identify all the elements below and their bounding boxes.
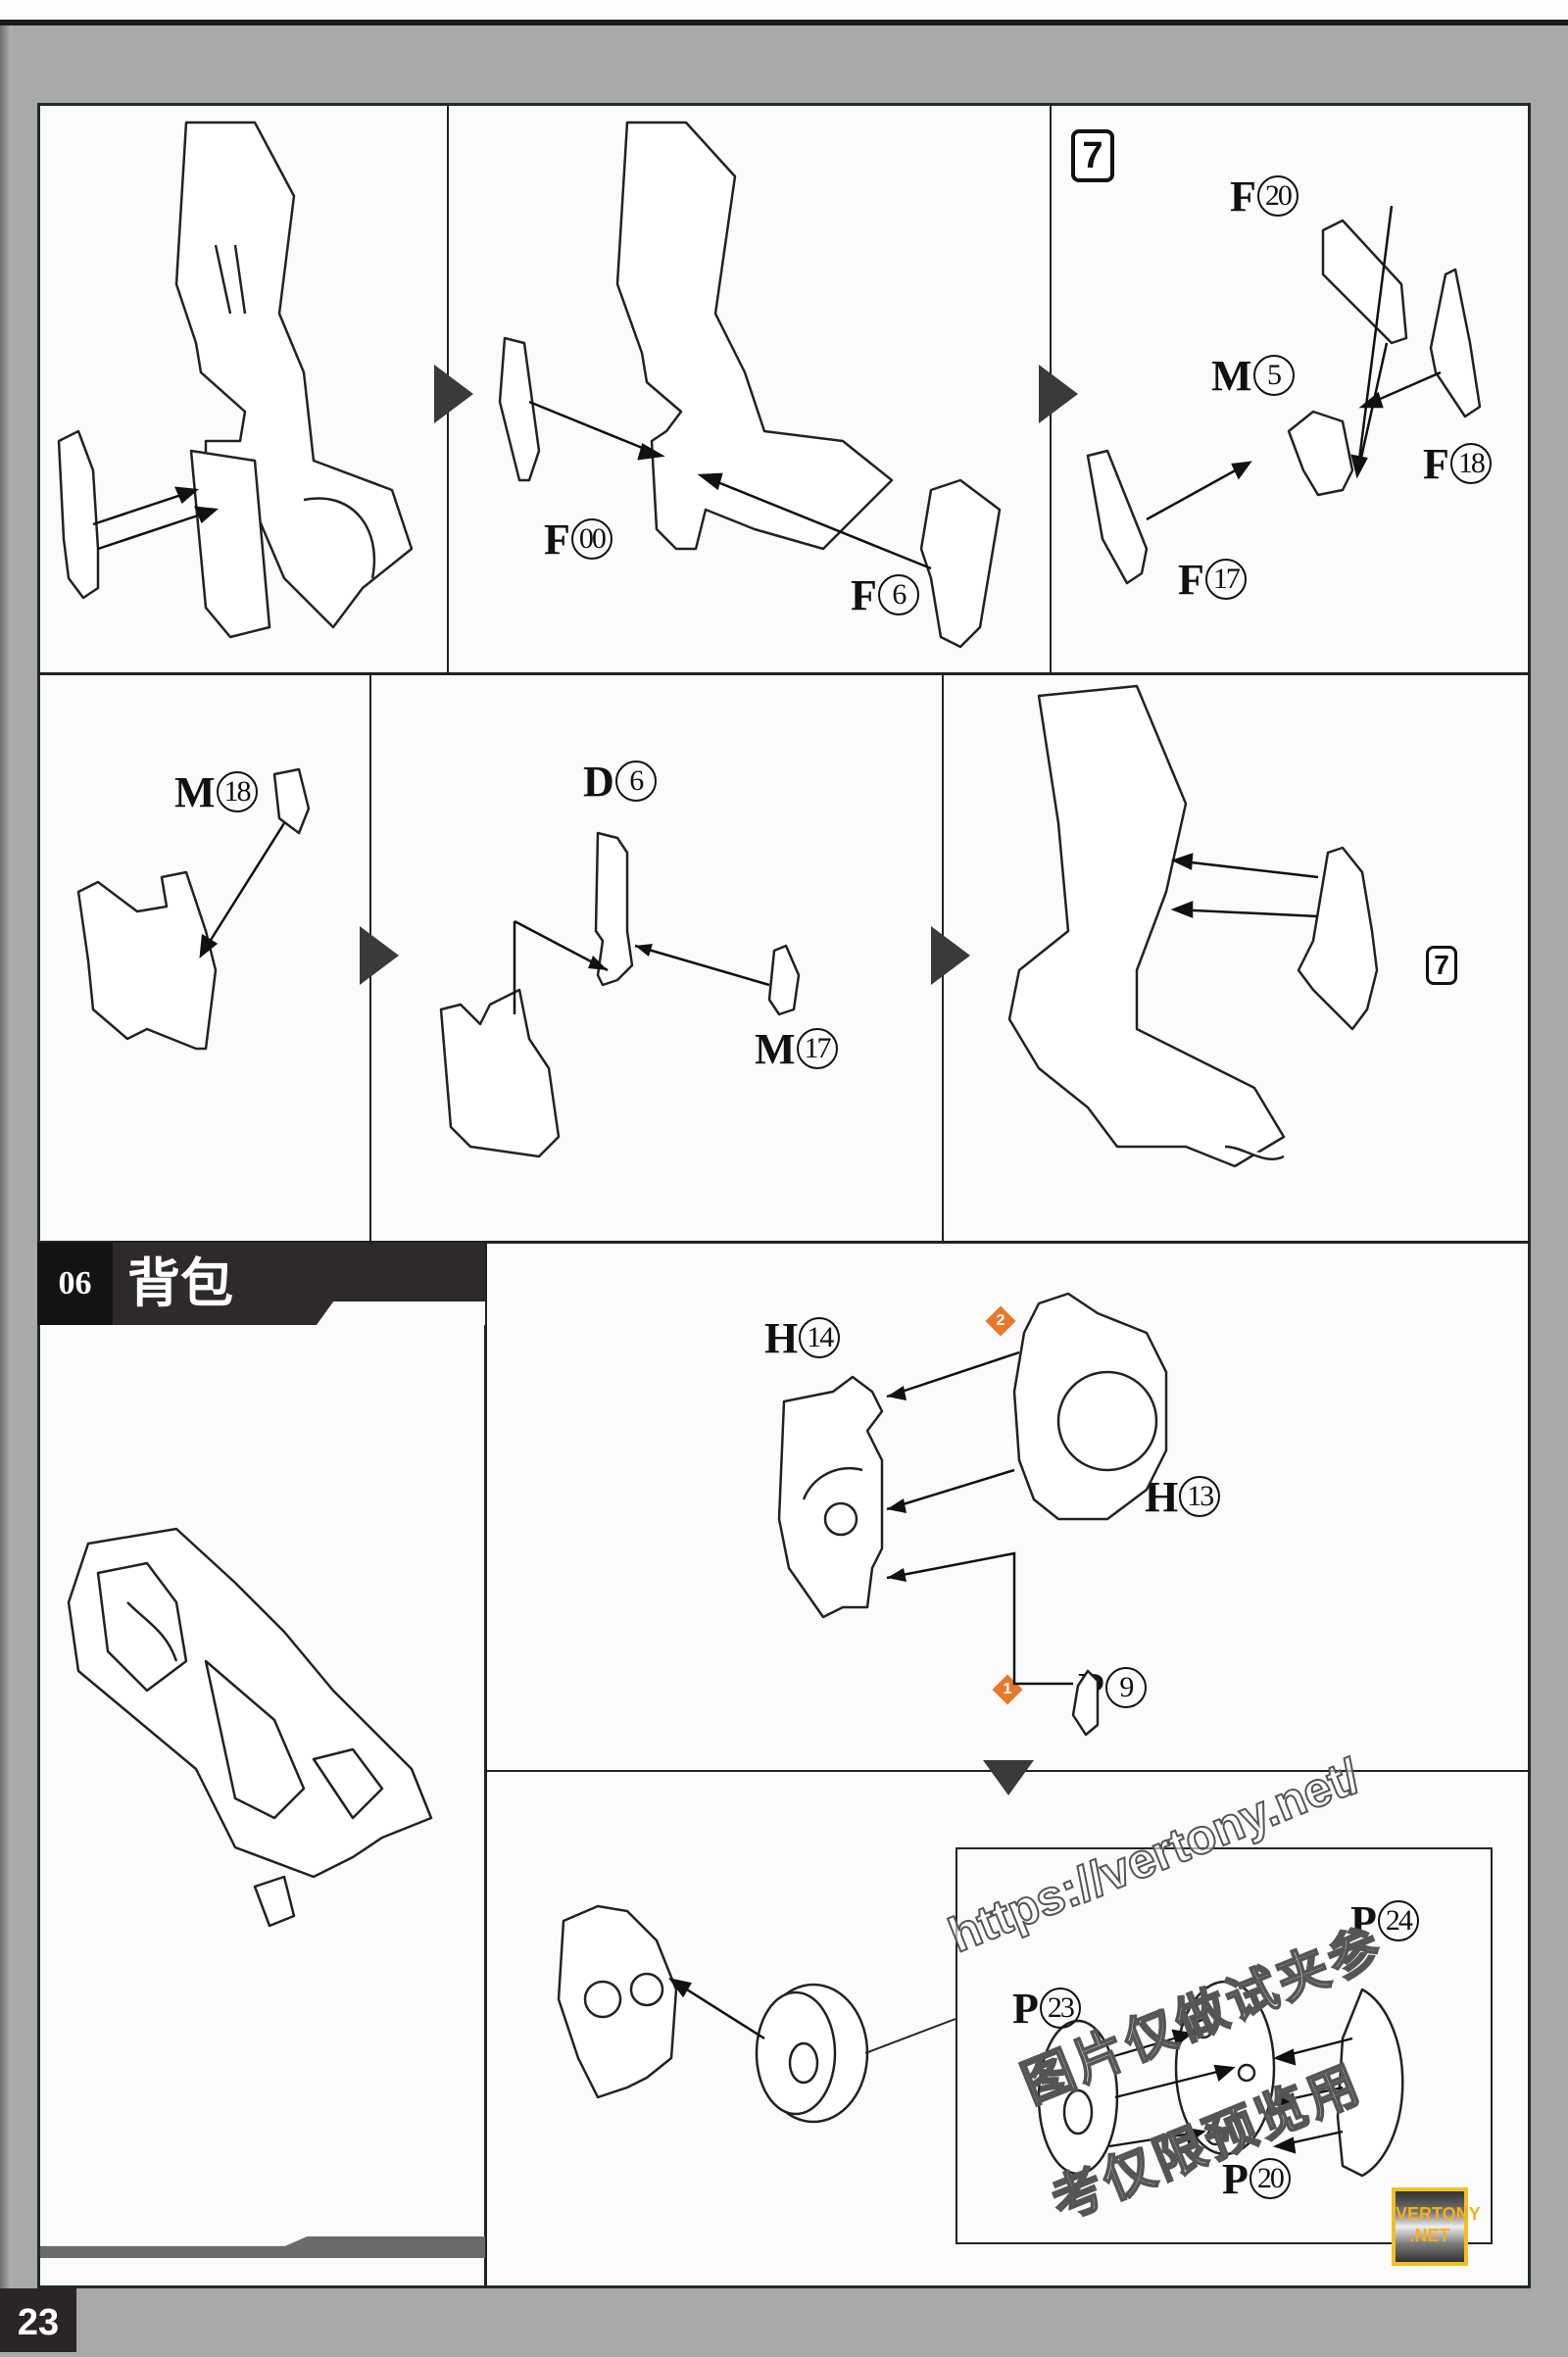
detail-subassembly-box xyxy=(956,1847,1493,2244)
section-header: 06 背包 xyxy=(37,1243,485,1325)
backpack-shell-drawing xyxy=(777,1292,1168,1737)
parts-drawing-3 xyxy=(1086,205,1482,585)
section-number: 06 xyxy=(37,1243,113,1325)
flow-arrow-3 xyxy=(360,926,399,985)
page-top-margin xyxy=(0,0,1568,20)
parts-drawing-4 xyxy=(76,767,311,1051)
flow-arrow-down xyxy=(983,1760,1034,1795)
logo-line-2: .NET xyxy=(1409,2226,1450,2245)
section-column-divider xyxy=(484,1244,487,2288)
binding-spine xyxy=(0,25,12,2352)
row2-bottom-divider xyxy=(37,1241,1531,1244)
row1-bottom-divider xyxy=(37,672,1531,675)
backpack-overview-drawing xyxy=(67,1527,433,1928)
section-header-notch xyxy=(317,1301,485,1325)
page-number: 23 xyxy=(0,2288,76,2352)
section-title: 背包 xyxy=(127,1252,233,1314)
leg-drawing-6 xyxy=(1007,684,1379,1168)
page-top-rule xyxy=(0,20,1568,25)
leg-drawing-2 xyxy=(498,121,1002,649)
step-marker-7: 7 xyxy=(1071,129,1114,182)
vertony-logo: VERTONY .NET xyxy=(1392,2187,1481,2266)
logo-line-1: VERTONY xyxy=(1396,2204,1481,2224)
flow-arrow-1 xyxy=(434,365,473,423)
step-marker-7-reference: 7 xyxy=(1426,946,1457,985)
flow-arrow-2 xyxy=(1039,365,1078,423)
flow-arrow-4 xyxy=(931,926,970,985)
parts-drawing-5 xyxy=(439,831,801,1158)
leg-drawing-1 xyxy=(57,121,414,639)
wheel-parts-drawing xyxy=(1037,1980,1404,2178)
backpack-assembly-drawing xyxy=(557,1904,956,2124)
